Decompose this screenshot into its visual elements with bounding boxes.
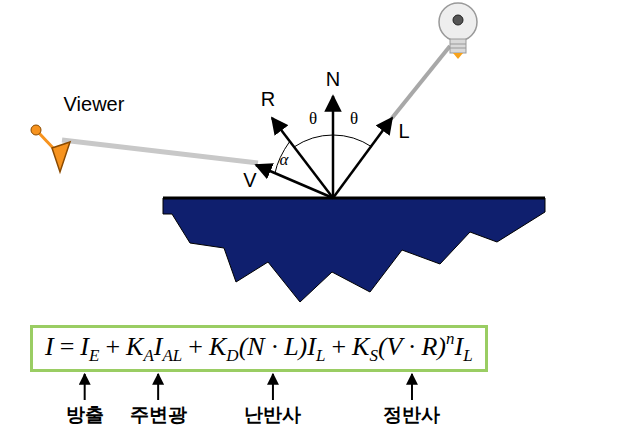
equation-term: (V · R) [378, 332, 446, 361]
equation-term: E [89, 346, 99, 365]
equation-term: L [316, 346, 325, 365]
equation-term: + [331, 332, 346, 361]
equation-term: (N · L) [239, 332, 308, 361]
light-ray [392, 46, 450, 118]
viewer-label: Viewer [64, 93, 125, 116]
term-label: 난반사 [244, 402, 301, 428]
equation-term: + [188, 332, 203, 361]
equation-term: L [463, 346, 472, 365]
equation-term: K [126, 332, 143, 361]
equation-term: K [209, 332, 226, 361]
equation-term: = [60, 332, 75, 361]
equation-term: K [352, 332, 369, 361]
term-label: 정반사 [383, 402, 440, 428]
normal-vector [332, 96, 335, 198]
light-vector [333, 118, 392, 198]
angle-label: θ [350, 109, 358, 129]
equation-term: D [226, 346, 238, 365]
term-label: 주변광 [130, 402, 187, 428]
theta-arc [294, 135, 372, 147]
equation-term: S [369, 346, 378, 365]
vector-label: L [398, 120, 409, 143]
equation-term: A [143, 346, 153, 365]
alpha-arc [275, 141, 290, 173]
view-ray [62, 140, 258, 163]
vector-label: N [326, 68, 340, 91]
leader-arrow [157, 374, 159, 400]
equation-term: I [154, 332, 163, 361]
angle-label: θ [309, 109, 317, 129]
equation-term: AL [162, 346, 182, 365]
view-vector [256, 165, 333, 198]
equation-term: I [45, 332, 54, 361]
term-label: 방출 [66, 402, 104, 428]
light-bulb [439, 3, 477, 59]
surface-edge [163, 197, 545, 200]
leader-arrow [411, 374, 413, 400]
leader-arrow [84, 374, 86, 400]
equation-term: + [105, 332, 120, 361]
vector-label: V [243, 169, 256, 192]
angle-label: α [280, 150, 289, 170]
vector-label: R [261, 88, 275, 111]
surface [163, 198, 545, 302]
equation-term: I [80, 332, 89, 361]
equation-term: I [307, 332, 316, 361]
viewer-icon [31, 125, 70, 172]
equation-term: I [455, 332, 464, 361]
equation-term: n [446, 329, 455, 348]
leader-arrow [272, 374, 274, 400]
equation-box: I=IE+KAIAL+KD(N · L)IL+KS(V · R)nIL [30, 325, 488, 372]
